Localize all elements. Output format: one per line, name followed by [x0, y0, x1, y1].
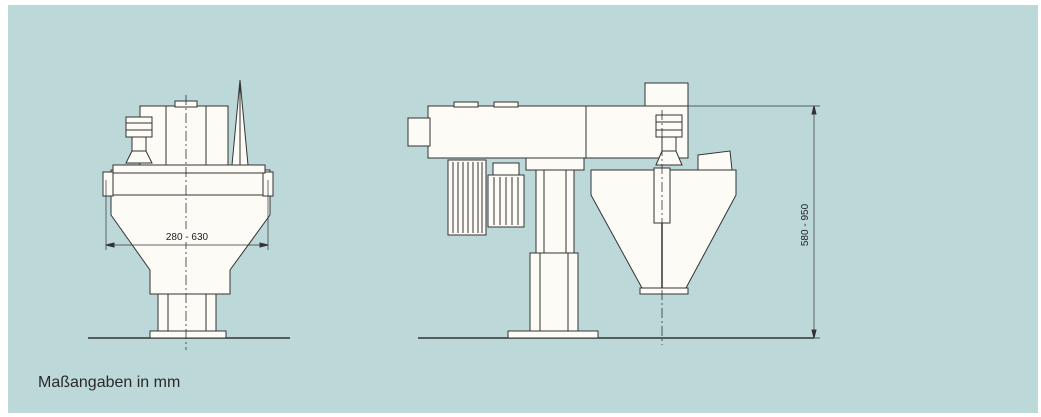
side-spout — [697, 150, 733, 171]
front-lid — [112, 164, 266, 174]
beam-end-block — [407, 117, 431, 147]
column-foot — [507, 330, 599, 339]
top-beam — [427, 105, 689, 159]
dimension-arrow — [811, 329, 817, 339]
column-collar — [525, 156, 585, 171]
front-lug-left — [102, 171, 114, 197]
front-pedestal-foot — [149, 330, 227, 339]
column-upper — [535, 169, 575, 254]
front-motor — [125, 116, 153, 138]
front-view: 280 - 630 — [88, 79, 290, 350]
dimension-arrow — [811, 105, 817, 115]
dimension-arrow — [259, 242, 269, 248]
front-pedestal — [157, 293, 217, 332]
side-view: 580 - 950 — [407, 82, 820, 345]
top-box — [644, 82, 689, 107]
drawing-panel: 280 - 630 — [8, 5, 1038, 413]
units-caption: Maßangaben in mm — [38, 374, 181, 391]
finned-motor — [447, 159, 487, 236]
side-dosing-motor — [655, 114, 683, 138]
technical-drawing: 280 - 630 — [88, 79, 820, 350]
dimension-arrow — [105, 242, 115, 248]
height-dimension-label: 580 - 950 — [800, 203, 811, 246]
width-dimension-label: 280 - 630 — [166, 232, 209, 243]
column-lower — [529, 252, 579, 332]
